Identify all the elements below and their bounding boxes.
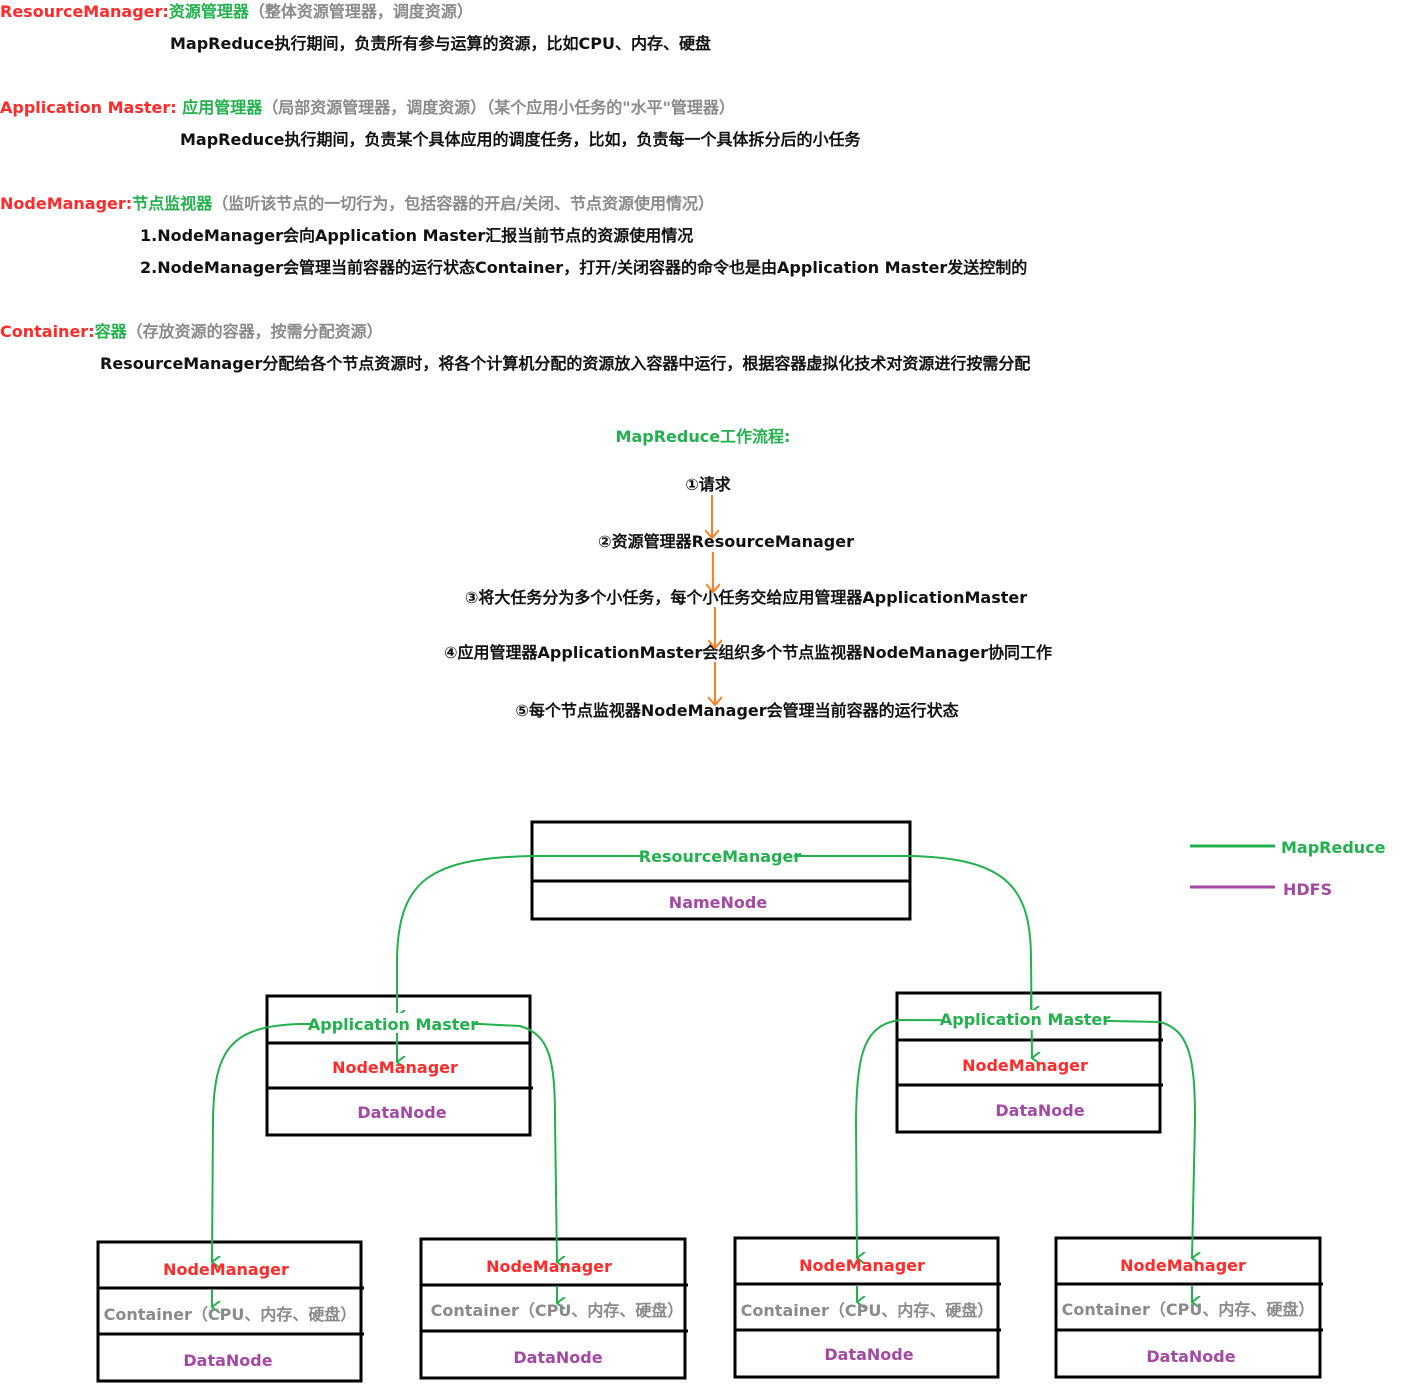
dn-label: DataNode bbox=[995, 1101, 1084, 1120]
dn-label: DataNode bbox=[357, 1103, 446, 1122]
flow-steps: ①请求 ②资源管理器ResourceManager ③将大任务分为多个小任务，每… bbox=[444, 475, 1052, 720]
dn-label: DataNode bbox=[1146, 1347, 1235, 1366]
nm-label: NodeManager bbox=[332, 1058, 458, 1077]
worker-box bbox=[733, 1236, 1000, 1379]
term: NodeManager: bbox=[0, 194, 133, 213]
container-label: Container（CPU、内存、硬盘） bbox=[1062, 1300, 1315, 1319]
worker-box bbox=[1054, 1236, 1322, 1379]
def-container-header: Container:容器（存放资源的容器，按需分配资源） bbox=[0, 322, 383, 342]
term: Container: bbox=[0, 322, 95, 341]
legend: MapReduce HDFS bbox=[1190, 838, 1386, 899]
box-labels: ResourceManager NameNode Application Mas… bbox=[104, 845, 1315, 1370]
dn-label: DataNode bbox=[824, 1345, 913, 1364]
term: Application Master: bbox=[0, 98, 177, 117]
boxes bbox=[96, 820, 1323, 1383]
legend-hdfs-label: HDFS bbox=[1283, 880, 1332, 899]
link-rm-to-am-right bbox=[909, 855, 1032, 1058]
worker-box bbox=[419, 1237, 687, 1380]
term-note: （整体资源管理器，调度资源） bbox=[248, 2, 473, 21]
nm-label: NodeManager bbox=[163, 1260, 289, 1279]
link-am-to-worker bbox=[1109, 1020, 1195, 1258]
flow-step: ①请求 bbox=[685, 475, 732, 494]
flow-step: ⑤每个节点监视器NodeManager会管理当前容器的运行状态 bbox=[515, 701, 958, 720]
rm-label: ResourceManager bbox=[639, 847, 802, 866]
link-am-to-worker bbox=[854, 1018, 1111, 1258]
flow-step: ④应用管理器ApplicationMaster会组织多个节点监视器NodeMan… bbox=[444, 643, 1052, 662]
def-nm-desc-2: 2.NodeManager会管理当前容器的运行状态Container，打开/关闭… bbox=[140, 258, 1028, 277]
term-name: 应用管理器 bbox=[182, 98, 263, 117]
nm-label: NodeManager bbox=[486, 1257, 612, 1276]
am-label: Application Master bbox=[308, 1015, 478, 1034]
nm-label: NodeManager bbox=[799, 1256, 925, 1275]
def-nm-desc-1: 1.NodeManager会向Application Master汇报当前节点的… bbox=[140, 226, 694, 245]
flow-arrows bbox=[712, 495, 715, 705]
def-am-desc: MapReduce执行期间，负责某个具体应用的调度任务，比如，负责每一个具体拆分… bbox=[180, 130, 861, 149]
def-rm-header: ResourceManager:资源管理器（整体资源管理器，调度资源） bbox=[0, 2, 473, 22]
term-name: 资源管理器 bbox=[168, 2, 249, 21]
def-nm-header: NodeManager:节点监视器（监听该节点的一切行为，包括容器的开启/关闭、… bbox=[0, 194, 714, 214]
term-name: 容器 bbox=[94, 322, 127, 341]
link-rm-to-am-left bbox=[397, 855, 910, 1062]
namenode-label: NameNode bbox=[669, 893, 768, 912]
term-note: （局部资源管理器，调度资源）（某个应用小任务的"水平"管理器） bbox=[262, 98, 735, 117]
dn-label: DataNode bbox=[513, 1348, 602, 1367]
def-am-header: Application Master: 应用管理器（局部资源管理器，调度资源）（… bbox=[0, 98, 735, 118]
am-label: Application Master bbox=[940, 1010, 1110, 1029]
flow-title: MapReduce工作流程: bbox=[616, 427, 791, 446]
dn-label: DataNode bbox=[183, 1351, 272, 1370]
link-am-to-worker bbox=[479, 1023, 557, 1262]
term-name: 节点监视器 bbox=[132, 194, 213, 213]
container-label: Container（CPU、内存、硬盘） bbox=[431, 1301, 684, 1320]
term-note: （存放资源的容器，按需分配资源） bbox=[126, 322, 383, 341]
def-container-desc: ResourceManager分配给各个节点资源时，将各个计算机分配的资源放入容… bbox=[100, 354, 1031, 373]
worker-box bbox=[96, 1240, 363, 1383]
mapreduce-links bbox=[212, 855, 1195, 1307]
app-node-box bbox=[895, 991, 1162, 1134]
nm-label: NodeManager bbox=[1120, 1256, 1246, 1275]
term-note: （监听该节点的一切行为，包括容器的开启/关闭、节点资源使用情况） bbox=[212, 194, 715, 213]
nm-label: NodeManager bbox=[962, 1056, 1088, 1075]
legend-mapreduce-label: MapReduce bbox=[1281, 838, 1386, 857]
container-label: Container（CPU、内存、硬盘） bbox=[104, 1305, 357, 1324]
flow-step: ②资源管理器ResourceManager bbox=[598, 532, 854, 551]
term: ResourceManager: bbox=[0, 2, 169, 21]
def-rm-desc: MapReduce执行期间，负责所有参与运算的资源，比如CPU、内存、硬盘 bbox=[170, 34, 711, 53]
container-label: Container（CPU、内存、硬盘） bbox=[741, 1301, 994, 1320]
master-box bbox=[530, 820, 912, 921]
link-am-to-worker bbox=[212, 1023, 480, 1262]
app-node-box bbox=[265, 994, 532, 1137]
flow-step: ③将大任务分为多个小任务，每个小任务交给应用管理器ApplicationMast… bbox=[465, 588, 1027, 607]
